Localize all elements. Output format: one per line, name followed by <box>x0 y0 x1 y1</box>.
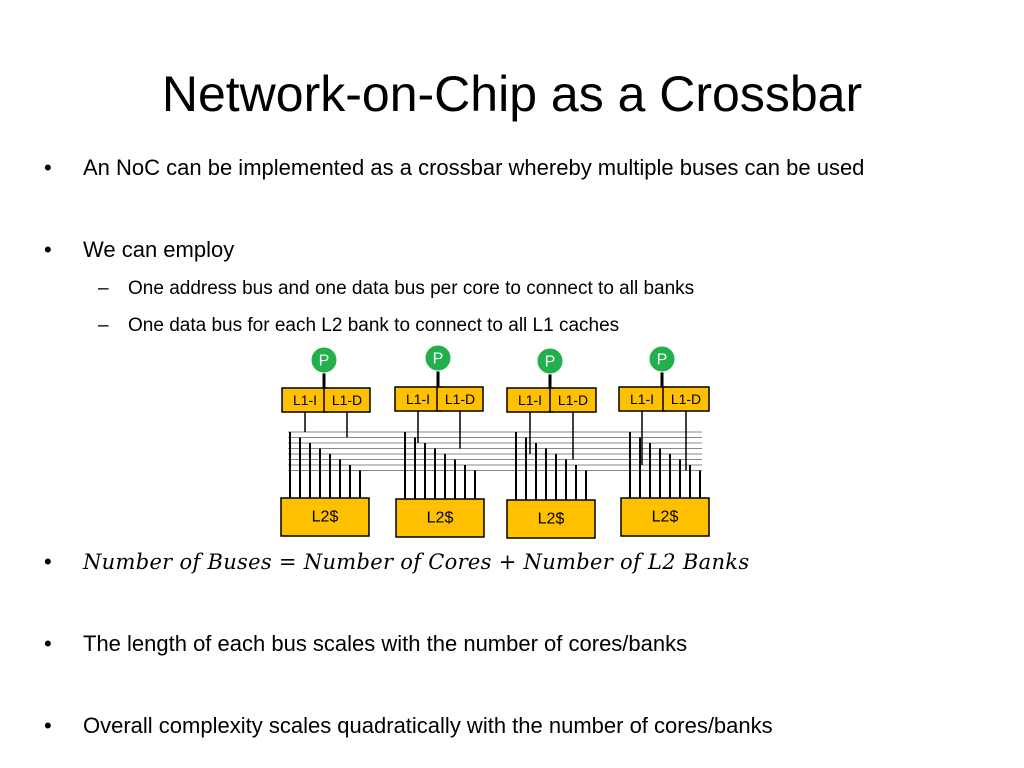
l1-instruction-label: L1-I <box>630 391 654 407</box>
processor-label: P <box>319 353 330 370</box>
processor-node <box>424 344 452 372</box>
sub-bullet-item: –One data bus for each L2 bank to connec… <box>98 314 619 338</box>
l1-instruction-cache <box>394 386 442 412</box>
l1-instruction-cache <box>618 386 666 412</box>
bus-count-formula: Number of Buses = Number of Cores + Numb… <box>83 550 750 574</box>
l2-cache-bank <box>280 497 370 537</box>
l1-data-cache <box>662 386 710 412</box>
l2-cache-label: L2$ <box>538 511 565 528</box>
processor-label: P <box>657 352 668 369</box>
bullet-item: • Number of Buses = Number of Cores + Num… <box>44 548 749 576</box>
sub-bullet-item: –One address bus and one data bus per co… <box>98 277 694 301</box>
l1-data-label: L1-D <box>445 391 475 407</box>
sub-bullet-dash: – <box>98 315 109 336</box>
l2-cache-label: L2$ <box>312 509 339 526</box>
sub-bullet-text: One address bus and one data bus per cor… <box>128 278 695 299</box>
bullet-item: • Overall complexity scales quadratically… <box>44 712 773 740</box>
processor-node <box>648 345 676 373</box>
processor-node <box>310 346 338 374</box>
l1-instruction-cache <box>281 387 329 413</box>
bullet-item: • The length of each bus scales with the … <box>44 630 687 658</box>
slide-title: Network-on-Chip as a Crossbar <box>161 66 863 122</box>
l2-cache-label: L2$ <box>427 510 454 527</box>
bullet-text: The length of each bus scales with the n… <box>83 631 688 656</box>
l2-cache-label: L2$ <box>652 509 679 526</box>
l1-data-cache <box>436 386 484 412</box>
bullet-dot: • <box>44 549 52 574</box>
bullet-text: We can employ <box>83 237 235 262</box>
bullet-item: • An NoC can be implemented as a crossbar… <box>44 154 864 182</box>
sub-bullet-text: One data bus for each L2 bank to connect… <box>128 315 620 336</box>
bullet-dot: • <box>44 631 52 656</box>
sub-bullet-dash: – <box>98 278 109 299</box>
l2-cache-bank <box>506 499 596 539</box>
l1-instruction-label: L1-I <box>293 392 317 408</box>
l1-instruction-label: L1-I <box>406 391 430 407</box>
bullet-item: • We can employ <box>44 236 234 264</box>
l1-instruction-label: L1-I <box>518 392 542 408</box>
l2-cache-bank <box>620 497 710 537</box>
l1-data-label: L1-D <box>558 392 588 408</box>
processor-label: P <box>433 351 444 368</box>
l1-data-label: L1-D <box>332 392 362 408</box>
l1-data-cache <box>323 387 371 413</box>
bullet-dot: • <box>44 155 52 180</box>
bullet-dot: • <box>44 713 52 738</box>
l1-data-cache <box>549 387 597 413</box>
l2-cache-bank <box>395 498 485 538</box>
bullet-text: An NoC can be implemented as a crossbar … <box>83 155 865 180</box>
processor-label: P <box>545 354 556 371</box>
l1-data-label: L1-D <box>671 391 701 407</box>
processor-node <box>536 347 564 375</box>
bullet-text: Overall complexity scales quadratically … <box>83 713 773 738</box>
bullet-dot: • <box>44 237 52 262</box>
